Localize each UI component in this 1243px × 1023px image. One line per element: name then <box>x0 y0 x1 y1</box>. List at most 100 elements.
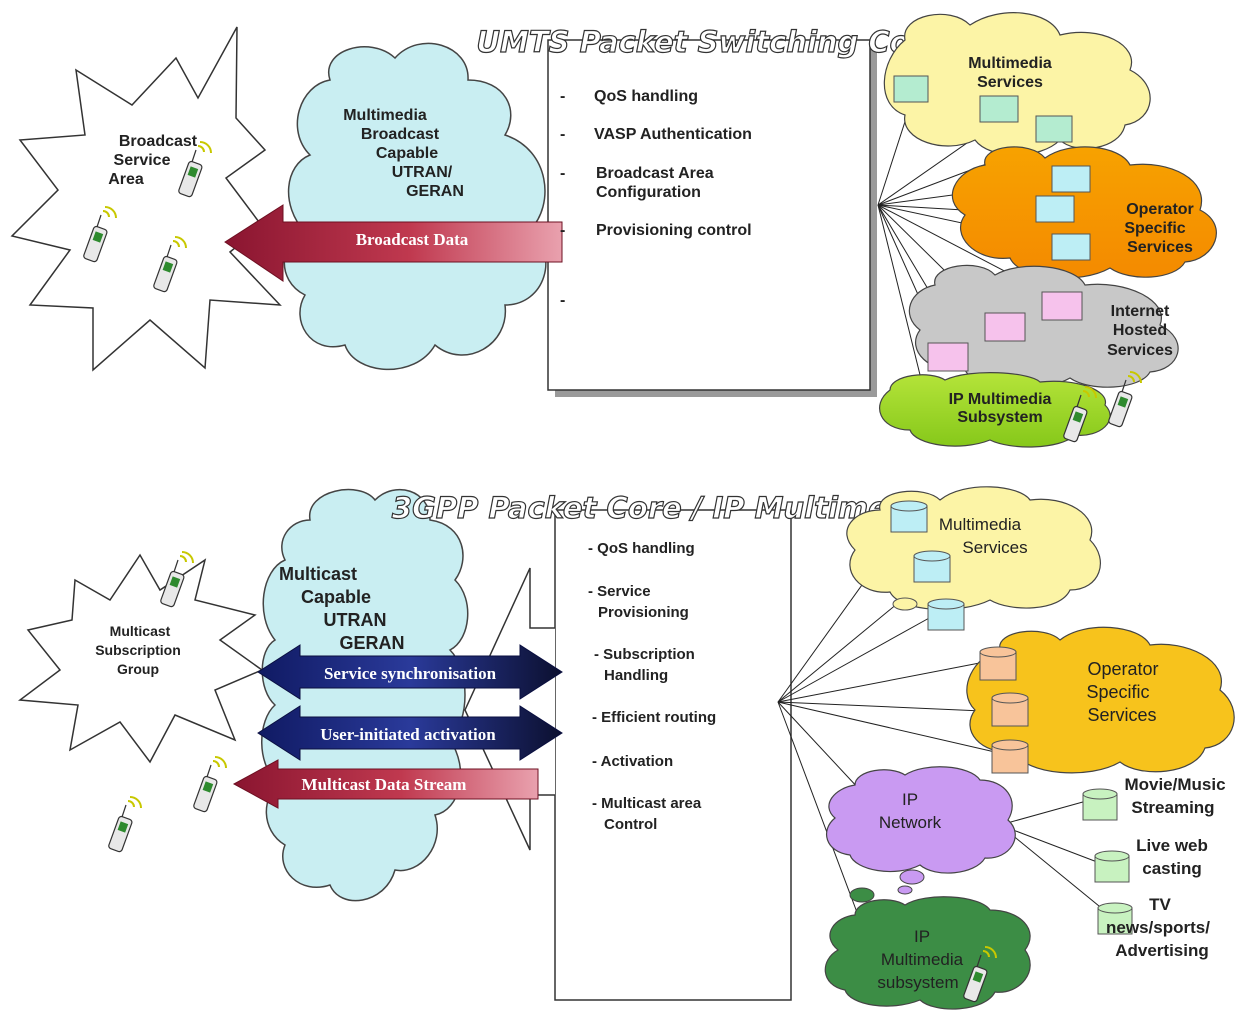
ims-line-1: IP Multimedia <box>949 391 1052 408</box>
core-item-qos: QoS handling <box>594 88 698 105</box>
core-item-service-2: Provisioning <box>598 604 689 621</box>
live-web-line-1: Live web <box>1136 836 1208 855</box>
packet-core-box <box>554 509 792 1001</box>
cloud-tail-bubble <box>899 869 925 885</box>
core-item-activation: - Activation <box>592 753 673 770</box>
utran-multicast-line-2: Capable <box>301 587 371 607</box>
server-icon <box>927 342 969 372</box>
disk-icon <box>892 597 918 611</box>
utran-multicast-line-3: UTRAN <box>324 610 387 630</box>
umts-core-title: UMTS Packet Switching Core <box>476 25 943 59</box>
core-item-provisioning: Provisioning control <box>596 222 752 239</box>
ip-network-label: IP Network <box>879 790 942 832</box>
service-synchronisation-label: Service synchronisation <box>324 664 497 683</box>
operator-services-line-2: Specific <box>1124 220 1185 237</box>
operator-services-line-3: Services <box>1127 239 1193 256</box>
ims-line-2: Subsystem <box>957 409 1042 426</box>
top-section: Broadcast Service Area Multimedia Broadc… <box>10 12 1217 448</box>
cloud-tail-bubble <box>849 887 875 903</box>
utran-multicast-line-1: Multicast <box>279 564 357 584</box>
database-icon <box>991 739 1029 774</box>
multimedia-services-line-2: Services <box>962 538 1027 557</box>
mobile-phone-icon <box>106 796 142 854</box>
server-icon <box>1051 233 1091 261</box>
packet-core-title: 3GPP Packet Core / IP Multimedia <box>392 491 938 525</box>
mobile-phone-icon <box>191 756 227 814</box>
database-icon <box>1097 902 1133 935</box>
core-item-broadcast-area: Broadcast Area <box>596 165 714 182</box>
ims-label: IP Multimedia subsystem <box>877 927 963 992</box>
umts-core-box <box>547 39 871 391</box>
internet-hosted-line-2: Hosted <box>1113 322 1167 339</box>
database-icon <box>1082 788 1118 821</box>
internet-hosted-line-1: Internet <box>1111 303 1170 320</box>
core-item-routing: - Efficient routing <box>592 709 716 726</box>
operator-services-label: Operator Specific Services <box>1124 201 1193 256</box>
multimedia-services-label: Multimedia Services <box>968 55 1052 91</box>
ims-label: IP Multimedia Subsystem <box>949 391 1052 426</box>
multimedia-services-label: Multimedia Services <box>939 515 1028 557</box>
server-icon <box>1035 195 1075 223</box>
server-icon <box>1051 165 1091 193</box>
broadcast-data-label: Broadcast Data <box>356 230 469 249</box>
service-synchronisation-arrow <box>257 644 563 700</box>
broadcast-area-line-3: Area <box>108 171 144 188</box>
subscription-group-line-3: Group <box>117 661 159 677</box>
ims-line-1: IP <box>914 927 930 946</box>
internet-hosted-label: Internet Hosted Services <box>1107 303 1173 359</box>
packet-core-functions: - QoS handling - Service Provisioning - … <box>588 540 716 833</box>
tv-line-1: TV <box>1149 895 1171 914</box>
movie-music-line-1: Movie/Music <box>1124 775 1225 794</box>
broadcast-area-line-1: Broadcast <box>119 133 198 150</box>
operator-services-line-1: Operator <box>1087 659 1158 679</box>
database-icon <box>890 500 928 533</box>
core-item-service: - Service <box>588 583 651 600</box>
database-icon <box>991 692 1029 727</box>
utran-broadcast-line-2: Broadcast <box>361 126 440 143</box>
server-icon <box>893 75 929 103</box>
multicast-data-stream-arrow <box>232 759 539 809</box>
operator-services-line-2: Specific <box>1086 682 1149 702</box>
utran-broadcast-line-1: Multimedia <box>343 107 427 124</box>
ip-network-cloud <box>826 766 1016 874</box>
operator-services-cloud <box>952 146 1217 279</box>
database-icon <box>913 550 951 583</box>
ip-multimedia-subsystem-cloud <box>879 372 1111 448</box>
core-item-dash: - <box>560 222 565 239</box>
subscription-group-label: Multicast Subscription Group <box>95 623 181 677</box>
core-item-vasp: VASP Authentication <box>594 126 752 143</box>
subscription-group-line-2: Subscription <box>95 642 181 658</box>
core-item-dash: - <box>560 165 565 182</box>
user-initiated-activation-label: User-initiated activation <box>320 725 496 744</box>
tv-line-3: Advertising <box>1115 941 1209 960</box>
utran-broadcast-line-3: Capable <box>376 145 438 162</box>
internet-hosted-services-cloud <box>908 264 1179 389</box>
utran-broadcast-cloud <box>283 42 547 371</box>
operator-services-line-1: Operator <box>1126 201 1194 218</box>
server-icon <box>1035 115 1073 143</box>
database-icon <box>1094 850 1130 883</box>
endpoint-labels: Movie/Music Streaming Live web casting T… <box>1106 775 1226 960</box>
multicast-data-stream-label: Multicast Data Stream <box>302 775 467 794</box>
multimedia-services-line-1: Multimedia <box>968 55 1052 72</box>
utran-multicast-label: Multicast Capable UTRAN GERAN <box>279 564 405 653</box>
utran-multicast-line-4: GERAN <box>339 633 404 653</box>
movie-music-line-2: Streaming <box>1131 798 1214 817</box>
core-item-multicast-area-2: Control <box>604 816 657 833</box>
server-icon <box>984 312 1026 342</box>
subscription-group-line-1: Multicast <box>110 623 171 639</box>
utran-multicast-cloud <box>261 488 469 902</box>
core-item-dash: - <box>560 126 565 143</box>
operator-services-label: Operator Specific Services <box>1086 659 1158 725</box>
utran-broadcast-line-4: UTRAN/ <box>392 164 453 181</box>
umts-core-functions: - QoS handling - VASP Authentication - B… <box>560 88 752 309</box>
core-item-broadcast-area-2: Configuration <box>596 184 701 201</box>
core-item-subscription-2: Handling <box>604 667 668 684</box>
server-icon <box>979 95 1019 123</box>
multimedia-services-cloud <box>883 12 1151 156</box>
database-icon <box>979 646 1017 681</box>
multicast-subscription-group-starburst <box>17 553 264 764</box>
ip-network-line-2: Network <box>879 813 942 832</box>
core-outline-arrow <box>464 567 555 851</box>
